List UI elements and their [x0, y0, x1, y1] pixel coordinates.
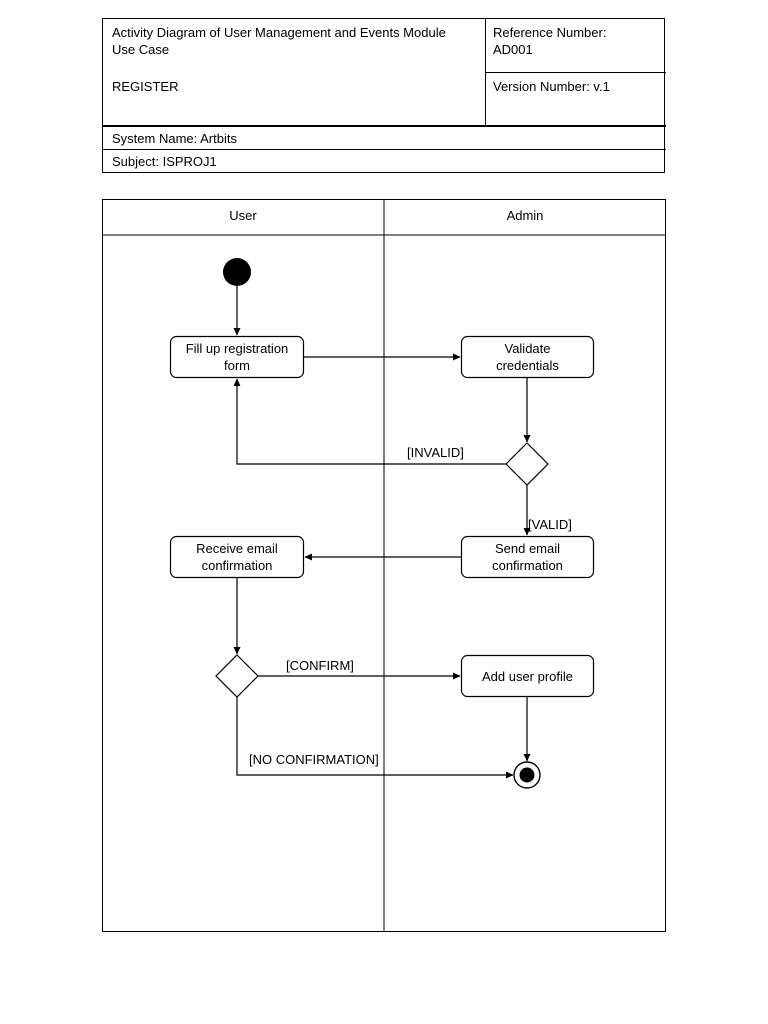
initial-node — [223, 258, 251, 286]
reference-number: Reference Number: AD001 — [493, 25, 607, 57]
header-divider-main — [103, 125, 666, 127]
version-number: Version Number: v.1 — [493, 79, 610, 94]
header-divider-right — [485, 72, 666, 73]
action-fill-form — [169, 335, 305, 379]
flow-no-confirmation — [236, 697, 514, 779]
lane-title-user: User — [229, 208, 257, 223]
action-add-profile-label: Add user profile — [481, 668, 574, 684]
flow-invalid-loop — [233, 378, 506, 465]
use-case-name: REGISTER — [112, 79, 179, 94]
header-divider-subject — [103, 149, 666, 150]
action-send-email-label: Send email confirmation — [492, 541, 563, 573]
guard-no-confirmation: [NO CONFIRMATION] — [249, 752, 379, 767]
activity-diagram: User Admin Fill up registration form Val… — [102, 199, 666, 932]
action-receive-email-label: Receive email confirmation — [196, 541, 278, 573]
system-name: System Name: Artbits — [112, 131, 237, 146]
lane-title-admin: Admin — [506, 208, 544, 223]
action-fill-form-label: Fill up registration form — [185, 341, 289, 373]
guard-valid: [VALID] — [528, 517, 572, 532]
action-send-email — [460, 535, 595, 579]
header-table: Activity Diagram of User Management and … — [102, 18, 666, 173]
diagram-canvas — [102, 199, 666, 932]
subject: Subject: ISPROJ1 — [112, 154, 217, 169]
final-node-core — [519, 767, 535, 783]
action-add-profile — [460, 654, 595, 698]
decision-valid — [505, 442, 549, 486]
action-receive-email — [169, 535, 305, 579]
guard-invalid: [INVALID] — [407, 445, 464, 460]
guard-confirm: [CONFIRM] — [286, 658, 354, 673]
action-validate-label: Validate credentials — [496, 341, 559, 373]
diagram-title: Activity Diagram of User Management and … — [112, 25, 446, 57]
action-validate — [460, 335, 595, 379]
decision-confirm — [215, 654, 259, 698]
